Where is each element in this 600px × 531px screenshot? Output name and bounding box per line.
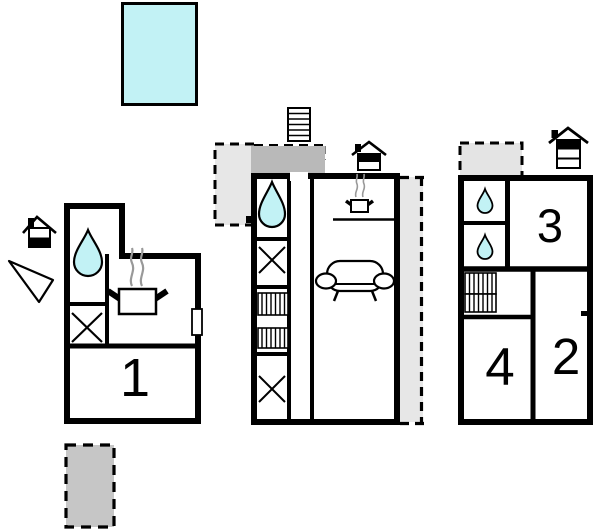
- water-drop-icon: [476, 232, 494, 260]
- cooking-pot-icon: [344, 199, 375, 213]
- steam-icon: [129, 247, 145, 287]
- building-middle-floorplan: [213, 107, 425, 426]
- terrace-dashed-area: [64, 443, 116, 529]
- porch-dashed-area: [213, 142, 256, 227]
- ladder-icon: [287, 107, 311, 142]
- room-number-2: 2: [551, 328, 581, 385]
- door-opening: [581, 311, 590, 316]
- water-drop-icon: [257, 179, 287, 229]
- terrace-strip: [400, 175, 425, 426]
- floor-indicator-ground-icon: [22, 215, 57, 248]
- cross-icon: [258, 246, 286, 274]
- pool-icon: [121, 2, 198, 106]
- door-icon: [191, 308, 203, 336]
- room-number-1: 1: [119, 348, 151, 408]
- floor-indicator-top-icon: [548, 126, 589, 169]
- water-drop-icon: [72, 227, 104, 278]
- cross-icon: [258, 375, 286, 403]
- cooking-pot-icon: [106, 287, 169, 316]
- compass-arrow-icon: [7, 259, 55, 304]
- room-number-3: 3: [536, 199, 564, 252]
- stairs-icon: [257, 292, 289, 349]
- door-opening: [290, 172, 308, 181]
- room-number-4: 4: [485, 338, 515, 397]
- stairs-icon: [464, 272, 497, 313]
- water-drop-icon: [476, 186, 494, 214]
- cross-icon: [71, 312, 103, 343]
- porch-dashed-area: [458, 141, 524, 179]
- building-left-floorplan: [64, 203, 203, 424]
- entrance-platform: [251, 146, 325, 175]
- building-right-floorplan: [458, 141, 593, 425]
- sofa-icon: [314, 259, 396, 302]
- steam-icon: [354, 173, 366, 198]
- floor-indicator-upper-icon: [351, 140, 387, 171]
